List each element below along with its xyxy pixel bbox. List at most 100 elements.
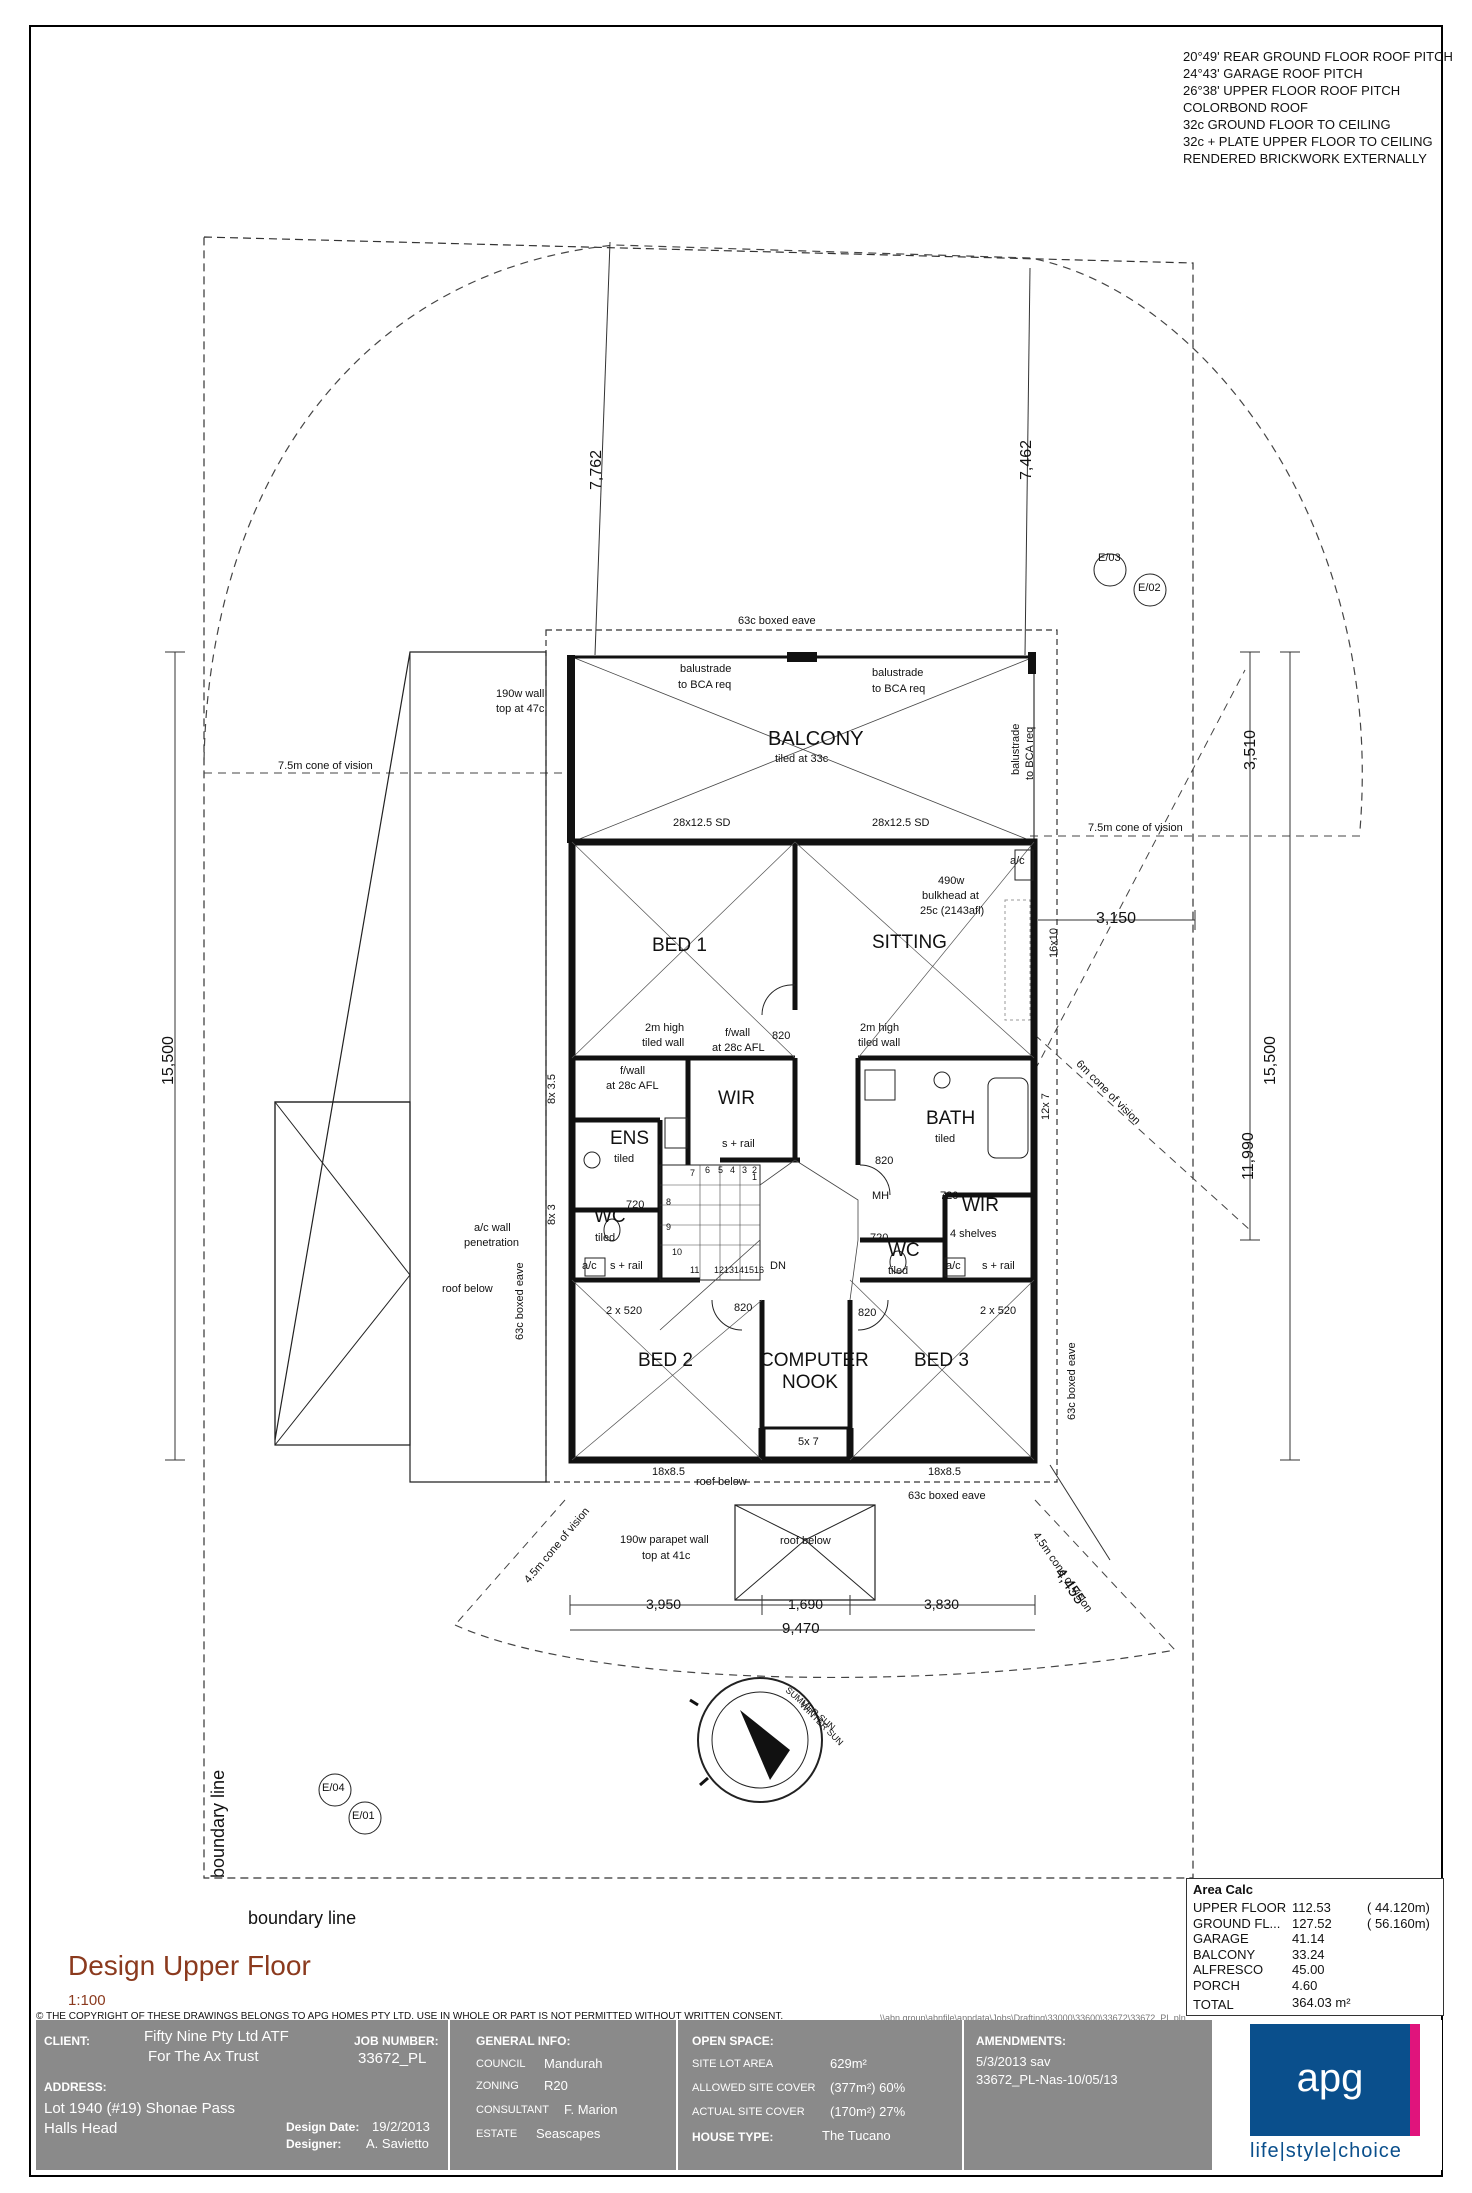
shelf-rail-label: s + rail [722,1138,755,1150]
compass-label: WINTER SUN [797,1700,846,1748]
tiled-wall-label: 2m high [645,1022,685,1034]
stair-number: 1 [752,1172,758,1182]
parapet-label: 190w parapet wall [620,1534,709,1546]
designer: A. Savietto [366,2136,429,2151]
copyright-notice: © THE COPYRIGHT OF THESE DRAWINGS BELONG… [36,2011,784,2022]
shelf-rail-label: s + rail [982,1260,1015,1272]
council-label: COUNCIL [476,2058,526,2070]
balustrade-label: balustrade [1010,723,1022,775]
stair-number: 16 [754,1265,765,1275]
dimension-value: 3,950 [646,1596,682,1612]
cone-of-vision-arc-bottom [454,1624,1176,1679]
elevation-marker: E/01 [352,1810,375,1822]
stair-number: 2 [752,1165,758,1175]
note-line: RENDERED BRICKWORK EXTERNALLY [1183,151,1427,166]
bath-basin [933,1071,951,1089]
dimension-value: 3,830 [924,1596,960,1612]
eave-label: 63c boxed eave [1066,1342,1078,1420]
design-title: Design Upper Floor [68,1950,311,1981]
tiled-wall-label: tiled wall [642,1037,685,1049]
bulkhead-label: bulkhead at [922,890,979,902]
door-width: 720 [870,1232,889,1244]
area-row: GROUND FL...127.52( 56.160m) [1187,1916,1443,1932]
tiled-wall-label: 2m high [860,1022,900,1034]
eave-label: 63c boxed eave [738,615,816,627]
room-wc: WC [888,1240,920,1261]
stair-number: 7 [690,1168,696,1178]
boundary-label: boundary line [208,1769,228,1878]
dimension-value: 15,500 [1262,1036,1279,1085]
fwall-label: at 28c AFL [606,1080,659,1092]
balustrade-label: balustrade [680,663,732,675]
compass [689,1677,823,1803]
ac-penetration-label: a/c wall [474,1222,511,1234]
area-value: 33.24 [1292,1946,1325,1962]
room-wir: WIR [962,1195,999,1216]
area-name: ALFRESCO [1193,1962,1264,1977]
title-block: CLIENT: Fifty Nine Pty Ltd ATF For The A… [36,2020,1442,2170]
window-size: 2 x 520 [980,1305,1017,1317]
door-size: 28x12.5 SD [872,817,930,829]
cone-label: 7.5m cone of vision [1088,822,1183,834]
room-bed3: BED 3 [914,1350,969,1371]
balustrade-label: balustrade [872,667,924,679]
wall-label: top at 47c [496,703,545,715]
stair-number: 9 [666,1222,672,1232]
client-label: CLIENT: [44,2034,90,2048]
window-size: 18x8.5 [652,1466,686,1478]
file-path: \\abn.group\abnfile\appdata\Jobs\Draftin… [880,2013,1186,2023]
dimension-value: 4,455 [1051,1565,1088,1608]
area-value: 4.60 [1292,1977,1318,1993]
note-line: 20°49' REAR GROUND FLOOR ROOF PITCH [1183,49,1453,64]
cone-label: 7.5m cone of vision [278,760,373,772]
amendments-label: AMENDMENTS: [976,2034,1066,2048]
cone-diag-4 [1034,669,1246,1071]
bathtub [987,1077,1029,1159]
area-name: PORCH [1193,1977,1240,1993]
cone-label: 4.5m cone of vision [522,1505,593,1586]
roof-below-label: roof below [696,1476,747,1488]
bca-label: to BCA req [1024,726,1036,780]
client-name: Fifty Nine Pty Ltd ATF [144,2028,289,2045]
page-border [29,25,1443,2177]
stair-number: 6 [705,1165,711,1175]
scale-label: 1:100 [68,1992,106,2009]
shelf-rail-label: s + rail [610,1260,643,1272]
design-date: 19/2/2013 [372,2119,430,2134]
manhole-label: MH [872,1190,890,1202]
amendment-entry: 5/3/2013 sav [976,2054,1051,2069]
room-balcony: BALCONY [768,728,864,750]
house-type: The Tucano [822,2128,891,2143]
room-bath: BATH [926,1108,976,1129]
eave-label: 63c boxed eave [908,1490,986,1502]
fwall-label: f/wall [725,1027,751,1039]
room-ens-finish: tiled [614,1153,635,1165]
window-size: 8x 3 [546,1204,558,1225]
dimension-lines [165,241,1300,1631]
room-wc-finish: tiled [595,1232,616,1244]
site-lot-area: 629m² [830,2056,867,2071]
stair-number: 15 [744,1265,755,1275]
room-computer-nook: NOOK [782,1372,838,1393]
elevation-marker: E/03 [1098,552,1121,564]
title-block-divider [676,2020,678,2170]
fwall-label: f/wall [620,1065,646,1077]
logo-text: apg [1296,2056,1364,2100]
open-space-label: OPEN SPACE: [692,2034,774,2048]
address-line1: Lot 1940 (#19) Shonae Pass [44,2100,235,2117]
room-bed2: BED 2 [638,1350,693,1371]
note-line: 26°38' UPPER FLOOR ROOF PITCH [1183,83,1401,98]
council: Mandurah [544,2056,603,2071]
room-sitting: SITTING [872,932,947,953]
cone-diag-2 [1034,1499,1176,1651]
boundary-label: boundary line [248,1908,357,1928]
door-width: 820 [772,1030,791,1042]
dimension-value: 15,500 [160,1036,177,1085]
area-total-value: 364.03 m² [1292,1995,1351,2010]
room-wc: WC [594,1206,626,1227]
area-name: UPPER FLOOR [1193,1900,1287,1915]
stair-number: 8 [666,1197,672,1207]
stair-number: 3 [742,1165,748,1175]
